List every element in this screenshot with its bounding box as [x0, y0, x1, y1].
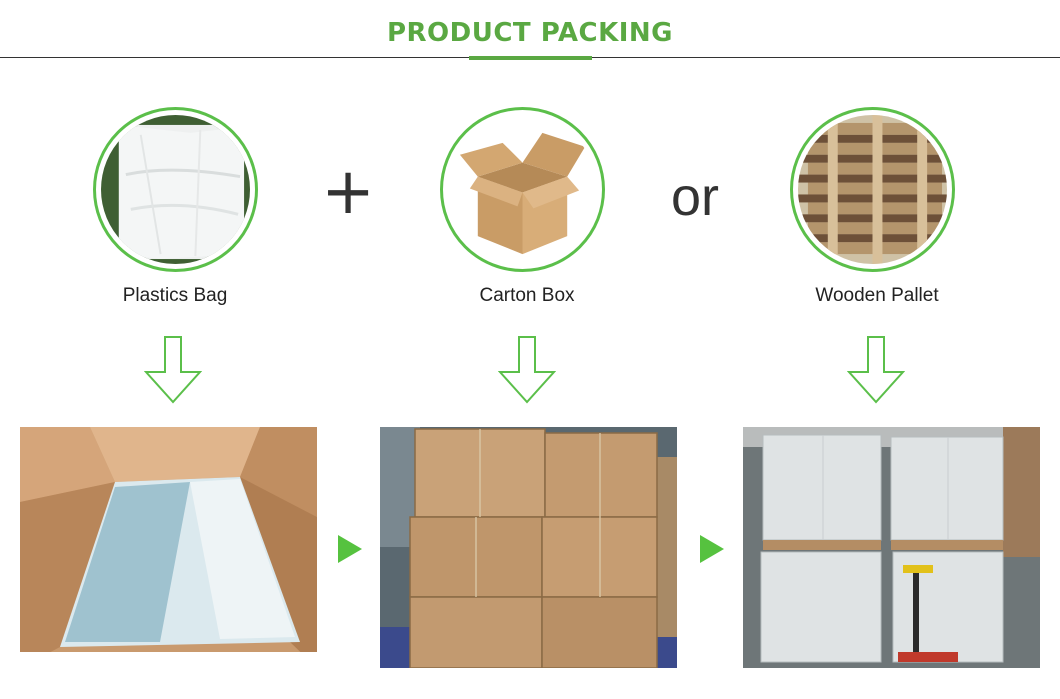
or-text: or — [670, 167, 719, 227]
header-accent-bar — [469, 56, 592, 60]
wooden-pallet-label: Wooden Pallet — [815, 285, 939, 306]
carton-box-label: Carton Box — [479, 285, 575, 306]
packed-bag-in-carton-photo — [20, 427, 317, 668]
plastics-bag-label: Plastics Bag — [122, 285, 228, 306]
stacked-carton-boxes-photo — [380, 427, 677, 668]
next-step-arrow-icon — [700, 535, 724, 563]
wooden-pallet-photo — [790, 107, 955, 272]
down-arrow-icon — [847, 336, 905, 404]
page-title: PRODUCT PACKING — [386, 18, 674, 48]
wooden-pallet-icon — [798, 115, 947, 264]
palletized-goods-photo — [743, 427, 1040, 668]
down-arrow-icon — [144, 336, 202, 404]
plastic-bag-photo — [93, 107, 258, 272]
plus-sign: + — [321, 155, 375, 229]
carton-box-icon — [448, 115, 597, 264]
carton-box-photo — [440, 107, 605, 272]
plastic-bag-icon — [101, 115, 250, 264]
down-arrow-icon — [498, 336, 556, 404]
next-step-arrow-icon — [338, 535, 362, 563]
